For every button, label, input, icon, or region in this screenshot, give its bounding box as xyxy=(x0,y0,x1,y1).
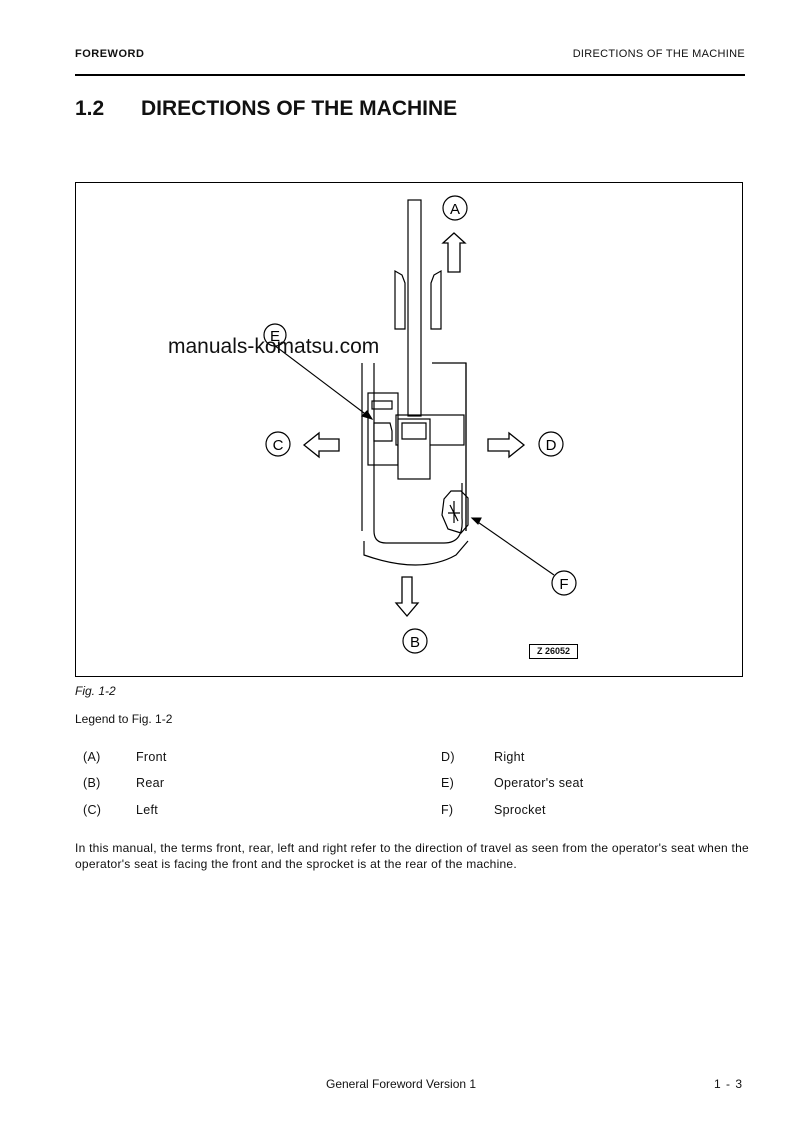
seat-leader-arrowhead xyxy=(360,410,374,420)
machine-body-outline xyxy=(373,363,463,544)
legend-key-front: (A) xyxy=(83,750,101,764)
label-b: B xyxy=(410,634,420,651)
label-d-circle xyxy=(538,431,564,457)
figure-caption: Fig. 1-2 xyxy=(75,684,116,698)
right-arrow-icon xyxy=(487,431,526,459)
right-track-top xyxy=(432,362,467,531)
header-chapter: DIRECTIONS OF THE MACHINE xyxy=(572,48,745,60)
sprocket-leader-arrowhead xyxy=(470,517,482,525)
sprocket-leader-line xyxy=(471,517,555,576)
sprocket-housing xyxy=(441,490,469,534)
cab-window xyxy=(371,400,393,410)
counterweight xyxy=(363,540,469,566)
left-arrow-icon xyxy=(302,431,340,459)
body-paragraph: In this manual, the terms front, rear, l… xyxy=(75,841,749,871)
sprocket-symbol xyxy=(448,501,460,523)
watermark-text: manuals-komatsu.com xyxy=(168,335,380,358)
label-a: A xyxy=(450,201,460,218)
label-f-circle xyxy=(551,570,577,596)
legend-key-rear: (B) xyxy=(83,776,101,790)
header-section: FOREWORD xyxy=(75,48,145,60)
bucket-left-jaw xyxy=(394,269,406,330)
label-d: D xyxy=(546,437,557,454)
legend-label-left: Left xyxy=(136,803,159,817)
legend-label-sprocket: Sprocket xyxy=(494,803,546,817)
header-divider xyxy=(75,74,745,76)
legend-key-sprocket: F) xyxy=(441,803,454,817)
seat-leader-line xyxy=(265,338,373,420)
figure-reference-code: Z 26052 xyxy=(529,644,578,659)
legend-label-front: Front xyxy=(136,750,167,764)
machine-top-view-diagram: A B C D E F xyxy=(263,195,577,654)
label-e-circle xyxy=(263,323,287,347)
legend-label-rear: Rear xyxy=(136,776,165,790)
bucket-right-jaw xyxy=(430,269,442,330)
label-c-circle xyxy=(265,431,291,457)
label-e: E xyxy=(270,328,280,345)
operator-seat-shape xyxy=(373,422,393,442)
rear-arrow-icon xyxy=(394,576,420,618)
legend-key-left: (C) xyxy=(83,803,102,817)
legend-label-seat: Operator's seat xyxy=(494,776,584,790)
label-b-circle xyxy=(402,628,428,654)
boom-foot xyxy=(401,422,427,440)
boom-arm xyxy=(407,199,422,417)
legend-label-right: Right xyxy=(494,750,525,764)
footer-document: General Foreword Version 1 xyxy=(326,1077,477,1091)
front-arrow-icon xyxy=(441,232,467,273)
machine-directions-figure: A B C D E F manuals-komatsu.com Z 26052 xyxy=(75,182,743,677)
legend-key-seat: E) xyxy=(441,776,455,790)
legend-list: (A) Front (B) Rear (C) Left D) Right E) … xyxy=(83,750,753,830)
section-number: 1.2 xyxy=(75,97,105,120)
label-a-circle xyxy=(442,195,468,221)
legend-key-right: D) xyxy=(441,750,455,764)
legend-title: Legend to Fig. 1-2 xyxy=(75,712,173,726)
page-title: 1.2 DIRECTIONS OF THE MACHINE xyxy=(75,97,457,121)
label-f: F xyxy=(559,576,568,593)
label-c: C xyxy=(273,437,284,454)
footer-page-number: 1 - 3 xyxy=(713,1077,743,1091)
section-title: DIRECTIONS OF THE MACHINE xyxy=(141,97,458,120)
